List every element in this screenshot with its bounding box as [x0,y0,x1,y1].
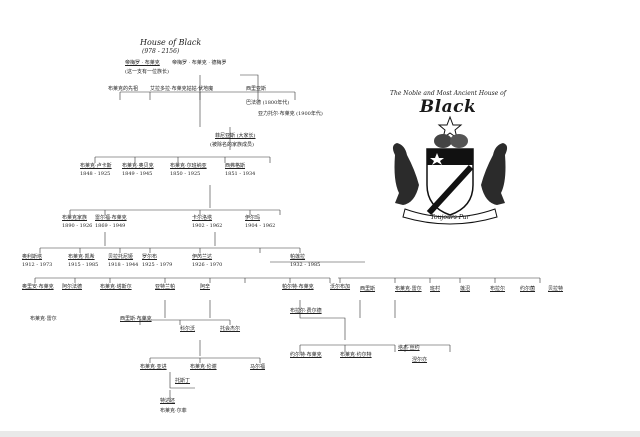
row6-date-4: 1925 - 1979 [142,262,173,268]
founder-note: (这一支有一位族长) [125,69,169,75]
row9-name-4: 托会杰尔 [220,326,241,332]
crest-title-line1: The Noble and Most Ancient House of [389,90,507,97]
row8-name-6: 约尔菌 [520,286,536,292]
tree-connector-lines [34,74,541,402]
row11-name-1: 布莱克·亚进 [140,364,167,370]
row4-date-3: 1850 - 1925 [170,171,201,177]
row6-date-2: 1915 - 1985 [68,262,99,268]
row10-name-4: 涅尔亦 [412,357,428,363]
tree-dates: (978 - 2156) [142,48,180,55]
row4-date-4: 1851 - 1934 [225,171,256,177]
row7-name-1: 奥里安·布莱克 [22,284,54,290]
row4-name-3: 布莱克·尔班纳亚 [170,163,207,169]
row12-name-2: 布莱克·尔菲 [160,408,187,414]
row10-name-3: 塔杰·丝约 [398,345,420,351]
row9-name-1: 布莱克·雷尔 [30,316,57,322]
row6-name-5: 伊芮兰达 [192,254,213,260]
row7-name-6: 帕尔特·布莱克 [282,284,314,290]
founder-1: 帝梅罗 · 布莱克 [125,60,160,66]
row6-date-6: 1932 - 1985 [290,262,321,268]
row8-name-4: 莲沼 [460,286,471,292]
row5-date-1: 1890 - 1926 [62,223,93,229]
black-family-crest: Toujours Pur [392,115,508,225]
row8-name-5: 布拉尔 [490,286,506,292]
row5-name-1: 布莱克家族 [62,215,88,221]
row6-name-4: 罗尔布 [142,254,158,260]
row4-name-2: 布莱克·奥贝克 [122,163,154,169]
crest-helm-right [450,134,468,148]
row7-name-3: 布莱克·塔斯尔 [100,284,132,290]
crest-motto: Toujours Pur [431,214,471,221]
row7-name-4: 亚特兰帕 [155,284,176,290]
row4-date-2: 1849 - 1945 [122,171,153,177]
row2-name-2: 艾拉多拉·布莱克姑姑·伏地魔 [150,86,214,92]
row6-date-5: 1926 - 1970 [192,262,223,268]
crest-helm-left [434,134,452,148]
crest-chief-star [430,153,444,165]
row6-name-6: 帕莲拉 [290,254,306,260]
row8-name-2: 布莱克·雷尔 [395,286,422,292]
row5-name-4: 伊尔玛 [245,215,261,221]
row5-date-3: 1902 - 1962 [192,223,223,229]
row6-date-1: 1912 - 1973 [22,262,53,268]
row6-name-1: 奥利斯塔 [22,254,43,260]
row8-name-1: 西里斯 [360,286,376,292]
row11-name-2: 布莱克·伦谢 [190,364,217,370]
row8-name-7: 贝拉特 [548,286,564,292]
row8-name-3: 班村 [430,286,441,292]
row5-date-2: 1869 - 1949 [95,223,126,229]
row6-name-2: 布莱克·凯希 [68,254,95,260]
row12-name-1: 特达还 [160,398,176,404]
row5-date-4: 1904 - 1962 [245,223,276,229]
tree-title: House of Black [140,38,202,47]
row9-name-3: 科尔沃 [180,326,196,332]
row2-name-3: 西里亚斯 [246,86,267,92]
row3-head: 菲尼亚斯 (大家长) [215,133,256,139]
row5-name-2: 雷尔福·布莱克 [95,215,127,221]
crest-title-block: The Noble and Most Ancient House of Blac… [388,90,508,117]
crest-hound-left [392,143,419,205]
row11-name-4: 托斯丁 [175,378,191,384]
row4-name-1: 布莱克·卢卡斯 [80,163,112,169]
crest-motto-ribbon [402,208,498,225]
row9-name-5: 布拉尔·费尔德 [290,308,322,314]
row11-name-3: 马尔福 [250,364,266,370]
row6-date-3: 1918 - 1944 [108,262,139,268]
row10-name-1: 约尔特·布莱克 [290,352,322,358]
crest-bend [426,164,474,216]
founder-2: 帝梅罗 · 布莱克 · 德梅罗 [172,60,227,66]
row4-name-4: 西弗格斯 [225,163,246,169]
row3-note: (被除名的家族成员) [210,142,254,148]
row2-name-4: 巴法德 (1800年代) [246,100,290,106]
row6-name-3: 贝拉托尼娅 [108,254,134,260]
crest-title-line2: Black [419,97,477,117]
row7-name-7: 沃尔布加 [330,284,351,290]
row2-name-5: 亚力托尔·布莱克 (1900年代) [258,111,323,117]
row7-name-5: 阿辛 [200,284,211,290]
row4-date-1: 1848 - 1925 [80,171,111,177]
bottom-bar [0,431,640,437]
row10-name-2: 布莱克·约尔特 [340,352,372,358]
crest-hound-right [481,143,508,205]
row9-name-2: 西里斯·布莱克 [120,316,152,322]
row2-name-1: 布莱克的先祖 [108,86,139,92]
crest-star [437,115,463,140]
row5-name-3: 卡尔洛塔 [192,215,213,221]
row7-name-2: 阿尔法德 [62,284,83,290]
